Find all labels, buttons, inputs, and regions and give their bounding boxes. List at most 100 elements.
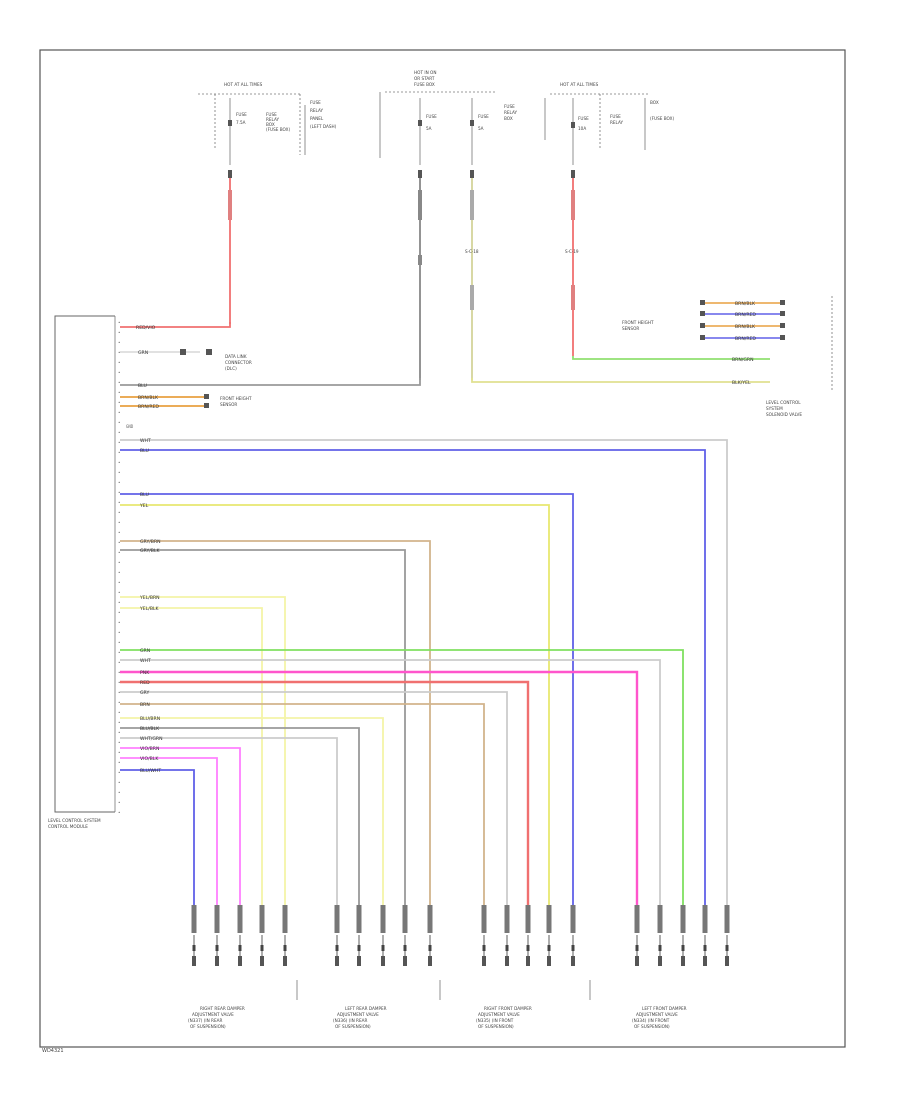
right-module-terminal [780, 323, 785, 328]
fuse-3-note-0: FUSE [610, 114, 621, 119]
bottom-connector-pin [681, 945, 685, 951]
module-pin-tick: • [118, 750, 120, 755]
module-pin-tick: • [118, 370, 120, 375]
bottom-connector-pin [381, 945, 385, 951]
trunk-wire [120, 649, 684, 905]
component-rf-damper-valve: RIGHT FRONT DAMPER ADJUSTMENT VALVE (N33… [476, 1006, 532, 1029]
trunk-wire [120, 549, 406, 905]
height-sensor-upper-label-1: SENSOR [220, 402, 237, 407]
bottom-connector-pin [238, 945, 242, 951]
trunk-wire [120, 757, 218, 905]
fuse-group-3-title: HOT AT ALL TIMES [560, 82, 599, 87]
module-pin-tick: • [118, 700, 120, 705]
wire-brown-1-connector [204, 394, 209, 399]
module-pin-tick: • [118, 680, 120, 685]
component-rr-label-3: OF SUSPENSION) [190, 1024, 226, 1029]
module-pin-tick: • [118, 350, 120, 355]
bottom-connector-pin [403, 945, 407, 951]
bottom-connector-block [702, 905, 708, 933]
right-module-wire-6-label: BLK/YEL [732, 380, 751, 386]
component-rf-label-2: (N335) (IN FRONT [476, 1018, 514, 1023]
fuse-2-note-0: FUSE [504, 104, 515, 109]
component-lr-damper-valve: LEFT REAR DAMPER ADJUSTMENT VALVE (N336)… [333, 1006, 387, 1029]
trunk-wire-label: BLU [140, 492, 149, 498]
wire-to-fuse-2a [120, 378, 421, 386]
upper-feeds: S·C·18 S·C·19 [228, 170, 579, 380]
wire-yellow-to-module [471, 378, 770, 383]
bottom-connector-pin [703, 945, 707, 951]
bottom-connector-terminal [403, 956, 407, 966]
bottom-connector-terminal [357, 956, 361, 966]
right-module-connector [700, 335, 705, 340]
feed-red3-connector [571, 170, 575, 178]
wire-to-fuse-2a-label: BLU [138, 383, 147, 389]
bottom-connector-pin [526, 945, 530, 951]
component-lf-label-1: ADJUSTMENT VALVE [636, 1012, 678, 1017]
fuse-1-note-1: RELAY [266, 117, 280, 122]
component-rf-label-0: RIGHT FRONT DAMPER [484, 1006, 532, 1011]
trunk-wire [120, 607, 263, 905]
fuse-3-note-3: (FUSE BOX) [650, 116, 674, 121]
trunk-wire-label: YEL/BRN [139, 595, 160, 601]
trunk-wire [120, 449, 706, 905]
fuse-2a-symbol [418, 120, 422, 126]
bottom-connector-terminal [482, 956, 486, 966]
feed-red-connector [228, 170, 232, 178]
right-module-connector [700, 300, 705, 305]
bottom-connector-block [427, 905, 433, 933]
trunk-wire [120, 691, 508, 905]
bottom-connector-pin [260, 945, 264, 951]
bottom-component-labels: RIGHT REAR DAMPER ADJUSTMENT VALVE (N337… [188, 980, 687, 1029]
module-pin-tick: • [118, 720, 120, 725]
fuse-3-note-1: RELAY [610, 120, 624, 125]
bottom-connector-pin [215, 945, 219, 951]
module-pin-tick: • [118, 480, 120, 485]
bottom-connector-block [282, 905, 288, 933]
bottom-connector-block [680, 905, 686, 933]
module-pin-tick: • [118, 460, 120, 465]
fuse-1-ref-2: PANEL [310, 116, 324, 121]
module-pin-tick: • [118, 450, 120, 455]
bottom-connector-block [334, 905, 340, 933]
fuse-group-2-title-1: OR START [414, 76, 435, 81]
module-pin-tick: • [118, 530, 120, 535]
fuse-2b-label: FUSE [478, 114, 489, 119]
bottom-connector-block [259, 905, 265, 933]
bottom-connector-pin [335, 945, 339, 951]
fuse-1-ref-3: (LEFT DASH) [310, 124, 337, 129]
trunk-wire [120, 680, 530, 905]
module-pin-tick: • [118, 400, 120, 405]
trunk-wire-label: BLU/WHT [140, 768, 161, 774]
module-pin-tick: • [118, 770, 120, 775]
module-pin-tick: • [118, 490, 120, 495]
bottom-connector-block [525, 905, 531, 933]
bottom-connector-block [657, 905, 663, 933]
wire-brown-2-connector [204, 403, 209, 408]
upper-module-wires: RED/VIO GRN DATA LINK CONNECTOR (DLC) BL… [120, 322, 421, 429]
bottom-connector-block [402, 905, 408, 933]
bottom-connector-terminal [703, 956, 707, 966]
module-pin-tick: • [118, 520, 120, 525]
feed-red-label-block [228, 190, 232, 220]
right-module-connector [700, 323, 705, 328]
control-module: LEVEL CONTROL SYSTEM CONTROL MODULE [48, 315, 116, 829]
diag-connector-label-2: (DLC) [225, 366, 237, 371]
bottom-connector-pin [428, 945, 432, 951]
fuse-1-label: FUSE [236, 112, 247, 117]
fuse-3-symbol [571, 122, 575, 128]
ground-label: GND [126, 424, 134, 429]
fuse-2-note-1: RELAY [504, 110, 518, 115]
trunk-wire [120, 439, 728, 905]
diag-connector-label-1: CONNECTOR [225, 360, 252, 365]
module-pin-tick: • [118, 590, 120, 595]
component-lr-label-3: OF SUSPENSION) [335, 1024, 371, 1029]
bottom-connector-block [504, 905, 510, 933]
module-pin-tick: • [118, 580, 120, 585]
diagram-frame [39, 49, 846, 1048]
module-pin-numbers: ••••••••••••••••••••••••••••••••••••••••… [118, 320, 120, 815]
component-lr-label-1: ADJUSTMENT VALVE [337, 1012, 379, 1017]
component-lf-label-3: OF SUSPENSION) [634, 1024, 670, 1029]
trunk-wire [120, 727, 360, 905]
component-rf-label-3: OF SUSPENSION) [478, 1024, 514, 1029]
module-pin-tick: • [118, 320, 120, 325]
